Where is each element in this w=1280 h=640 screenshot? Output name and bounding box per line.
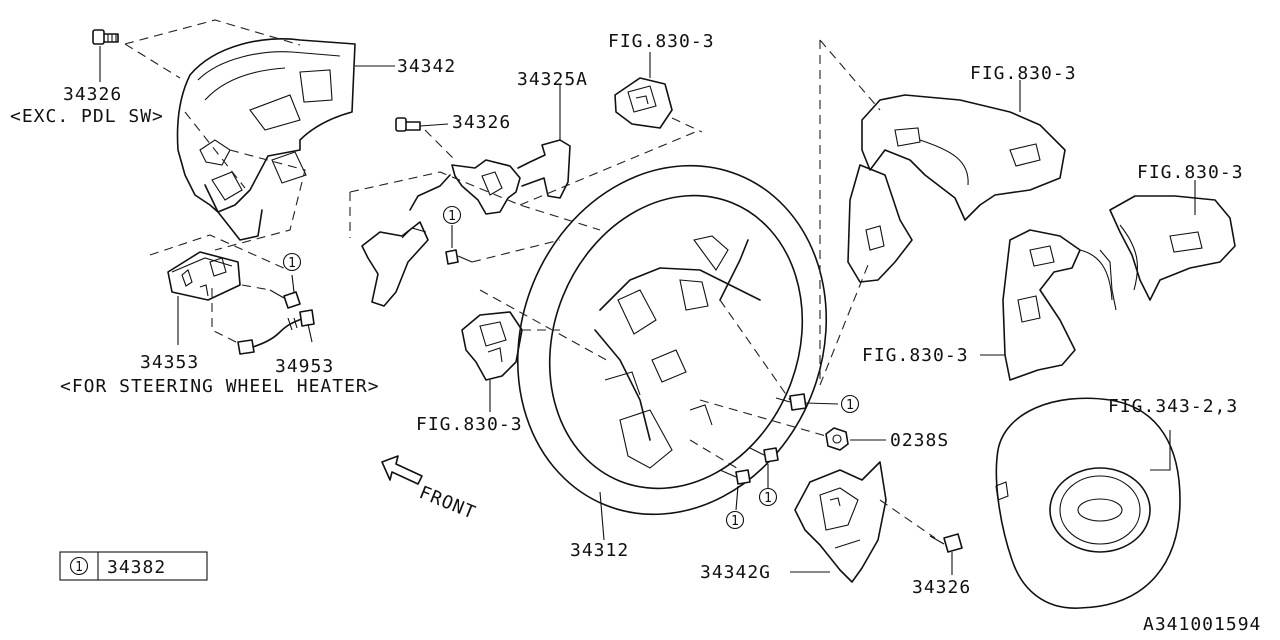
label-34326-mid: 34326 (452, 112, 511, 133)
switch-fig830-top (614, 77, 673, 129)
spoke-cover-right-top (847, 94, 1066, 283)
label-for-heater: <FOR STEERING WHEEL HEATER> (60, 376, 380, 397)
callout-1-right (840, 394, 860, 414)
callout-1-heater (282, 252, 302, 272)
bolt-34326-bottom (929, 533, 963, 553)
label-34326-top: 34326 (63, 84, 122, 105)
label-34353: 34353 (140, 352, 199, 373)
spoke-cover-right-low (1002, 229, 1113, 381)
screw-paddle (445, 249, 473, 265)
nut-0238S (825, 427, 849, 451)
callout-text: 1 (288, 256, 296, 271)
label-fig830-left: FIG.830-3 (416, 414, 523, 435)
label-0238S: 0238S (890, 430, 949, 451)
callout-1-lower-b (725, 510, 745, 530)
label-fig830-top: FIG.830-3 (608, 31, 715, 52)
front-arrow-icon (381, 455, 423, 485)
legend-box: 1 34382 (59, 551, 208, 581)
diagram-reference-code: A341001594 (1143, 614, 1261, 635)
callout-1-paddle (442, 205, 462, 225)
switch-fig830-left (461, 311, 523, 381)
callout-text: 1 (448, 209, 456, 224)
legend-callout-circle (69, 556, 89, 576)
legend-part-number: 34382 (107, 557, 166, 578)
label-fig830-right3: FIG.830-3 (862, 345, 969, 366)
spoke-cover-right-mid (1099, 195, 1236, 311)
label-exc-pdl-sw: <EXC. PDL SW> (10, 106, 164, 127)
label-front: FRONT (416, 482, 479, 524)
paddle-switch-assembly-34325A (361, 85, 571, 307)
heater-control-unit-34353 (167, 251, 241, 301)
label-fig343: FIG.343-2,3 (1108, 396, 1238, 417)
callout-text: 1 (731, 514, 739, 529)
screw-lower-2 (719, 469, 751, 485)
screw-heater (269, 289, 301, 309)
screw-right-1 (775, 393, 807, 411)
lower-cover-34342G (794, 461, 887, 583)
label-34953: 34953 (275, 356, 334, 377)
label-34312: 34312 (570, 540, 629, 561)
harness-34953 (237, 309, 315, 355)
airbag-module (995, 397, 1181, 609)
steering-wheel-34312 (516, 164, 828, 516)
callout-1-lower-a (758, 487, 778, 507)
callout-text: 1 (846, 398, 854, 413)
rear-cover-34342 (176, 37, 356, 241)
label-fig830-right2: FIG.830-3 (1137, 162, 1244, 183)
bolt-34326-mid (395, 117, 421, 132)
label-34326-bottom: 34326 (912, 577, 971, 598)
label-34325A: 34325A (517, 69, 588, 90)
label-fig830-right1: FIG.830-3 (970, 63, 1077, 84)
legend-callout-number: 1 (75, 560, 83, 575)
label-34342G: 34342G (700, 562, 771, 583)
bolt-34326-top (92, 29, 119, 45)
label-34342: 34342 (397, 56, 456, 77)
screw-lower-1 (749, 447, 779, 463)
callout-text: 1 (764, 491, 772, 506)
